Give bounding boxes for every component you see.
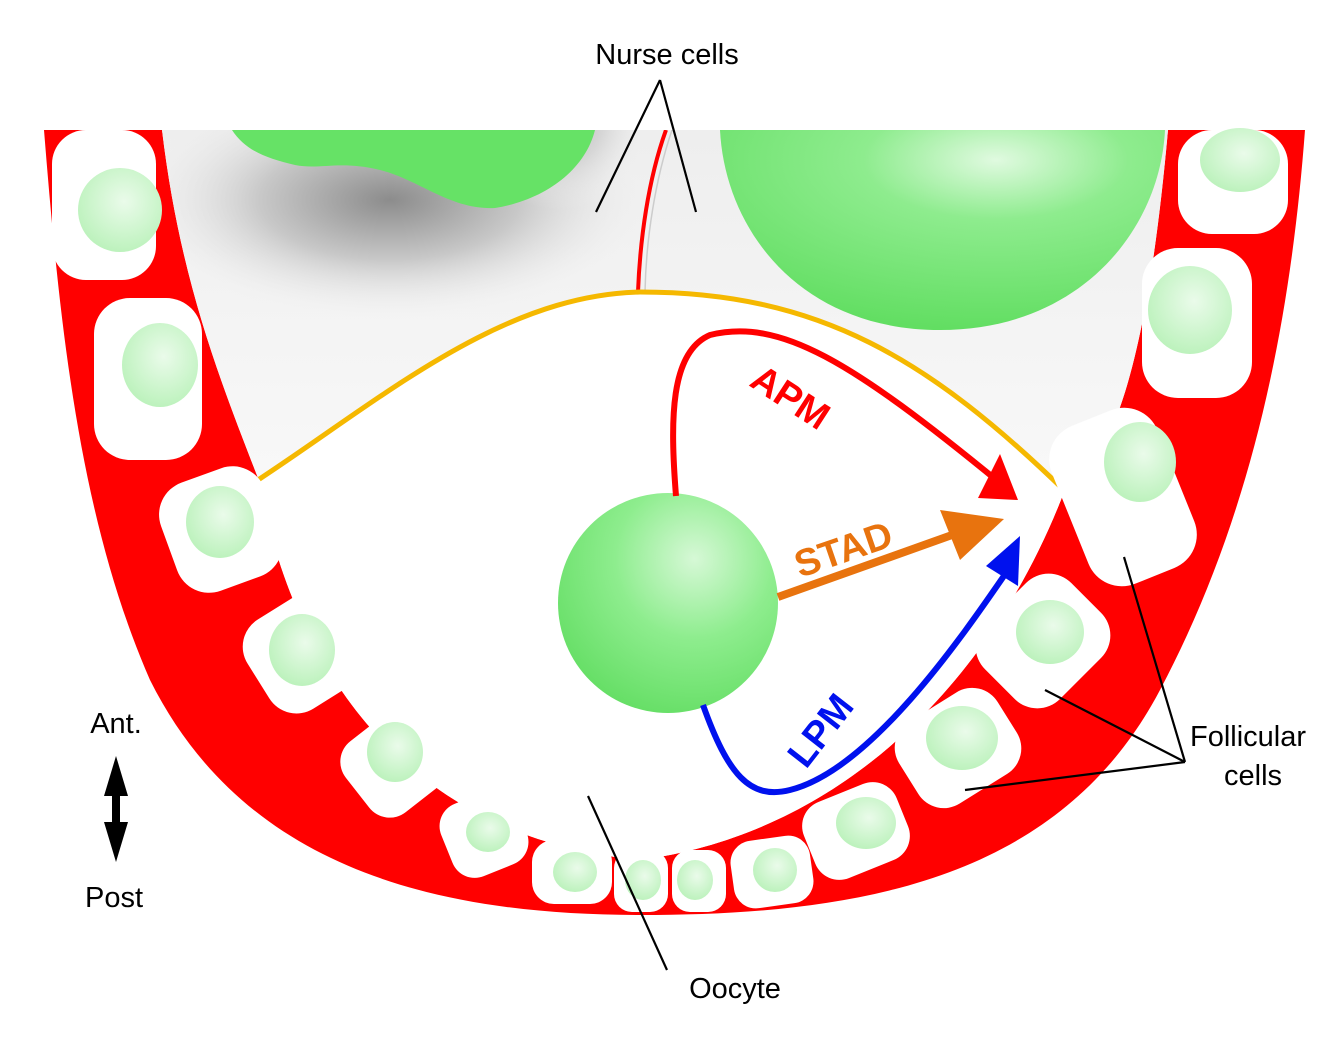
follicular-leader-3 — [964, 760, 1186, 792]
follicle-cell — [730, 835, 814, 909]
follicle-cell — [532, 840, 612, 904]
follicular-cells-label-line2: cells — [1224, 760, 1282, 792]
follicular-leader-2 — [1044, 689, 1186, 763]
axis-posterior-label: Post — [85, 882, 143, 914]
nurse-cells-label: Nurse cells — [595, 39, 738, 71]
follicle-cell — [894, 687, 1022, 809]
axis-up-arrow-icon — [104, 756, 128, 796]
oocyte-leader — [586, 795, 669, 971]
follicle-cell — [1178, 128, 1288, 234]
apm-arrowhead — [978, 454, 1018, 500]
follicle-cell — [52, 130, 162, 280]
lpm-arrow — [700, 568, 1011, 796]
follicle-cell — [94, 298, 202, 460]
follicle-cell — [340, 712, 446, 818]
orientation-axis: Ant. Post — [85, 708, 143, 914]
nurse-nucleus-right — [720, 130, 1165, 330]
follicle-cell — [672, 850, 726, 912]
follicle-cell — [439, 790, 529, 878]
follicle-cells — [52, 128, 1288, 912]
stad-arrowhead — [940, 510, 1004, 560]
nurse-cells-leader-left — [595, 79, 661, 213]
nurse-cell-membrane — [636, 130, 668, 293]
nurse-cells-leader-right — [658, 79, 698, 213]
follicle-cell — [1142, 248, 1252, 398]
follicle-cell — [802, 782, 910, 880]
axis-anterior-label: Ant. — [90, 708, 142, 740]
follicular-cells-label-line1: Follicular — [1190, 721, 1306, 753]
apm-arrow — [670, 328, 1002, 497]
follicle-cell — [159, 466, 283, 593]
oocyte-boundary — [256, 289, 1068, 494]
oocyte-nucleus — [558, 493, 778, 713]
follicle-cell — [242, 591, 366, 714]
nurse-nucleus-left — [232, 130, 595, 209]
oocyte-label: Oocyte — [689, 973, 781, 1005]
axis-down-arrow-icon — [104, 822, 128, 862]
follicular-leader-1 — [1122, 556, 1187, 763]
lpm-arrowhead — [986, 536, 1020, 586]
stad-arrow — [776, 526, 968, 601]
follicle-cell — [614, 850, 668, 912]
follicle-cell — [1049, 407, 1197, 587]
follicle-cell — [975, 573, 1111, 709]
